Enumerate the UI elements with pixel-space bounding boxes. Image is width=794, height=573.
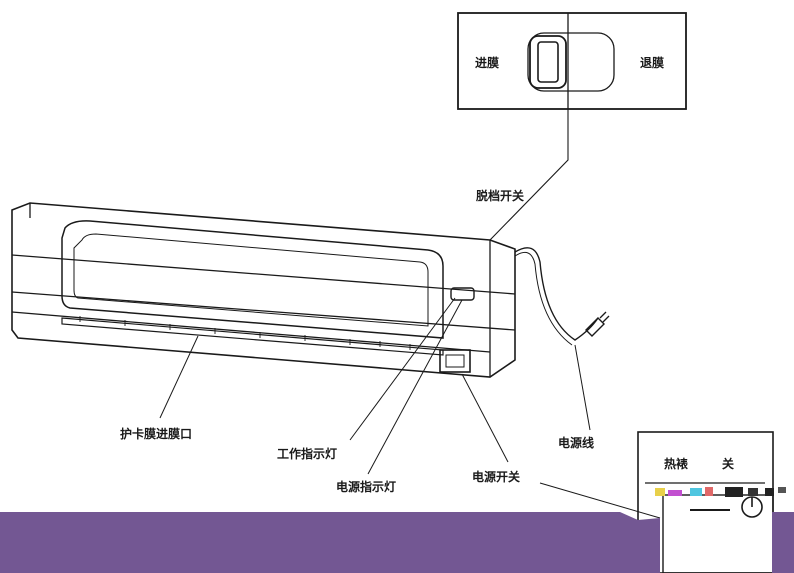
purple-band	[0, 512, 794, 573]
power-cord-label: 电源线	[558, 436, 595, 450]
film-direction-callout	[457, 12, 687, 110]
work-indicator-light	[450, 287, 475, 301]
power-cord	[514, 247, 610, 346]
card-film-inlet-label: 护卡膜进膜口	[120, 427, 193, 441]
film-in-label: 进膜	[475, 56, 500, 70]
off-label: 关	[722, 457, 735, 471]
power-indicator-label: 电源指示灯	[336, 480, 397, 494]
work-indicator-label: 工作指示灯	[277, 447, 338, 461]
laminator-body	[11, 202, 516, 378]
leader-lines	[159, 297, 661, 519]
glitch-artifacts	[655, 487, 786, 497]
heat-mount-label: 热裱	[664, 457, 689, 471]
power-switch-label: 电源开关	[472, 470, 521, 484]
release-switch-label: 脱档开关	[476, 189, 525, 203]
film-out-label: 退膜	[640, 56, 665, 70]
power-switch-rocker	[439, 349, 471, 373]
